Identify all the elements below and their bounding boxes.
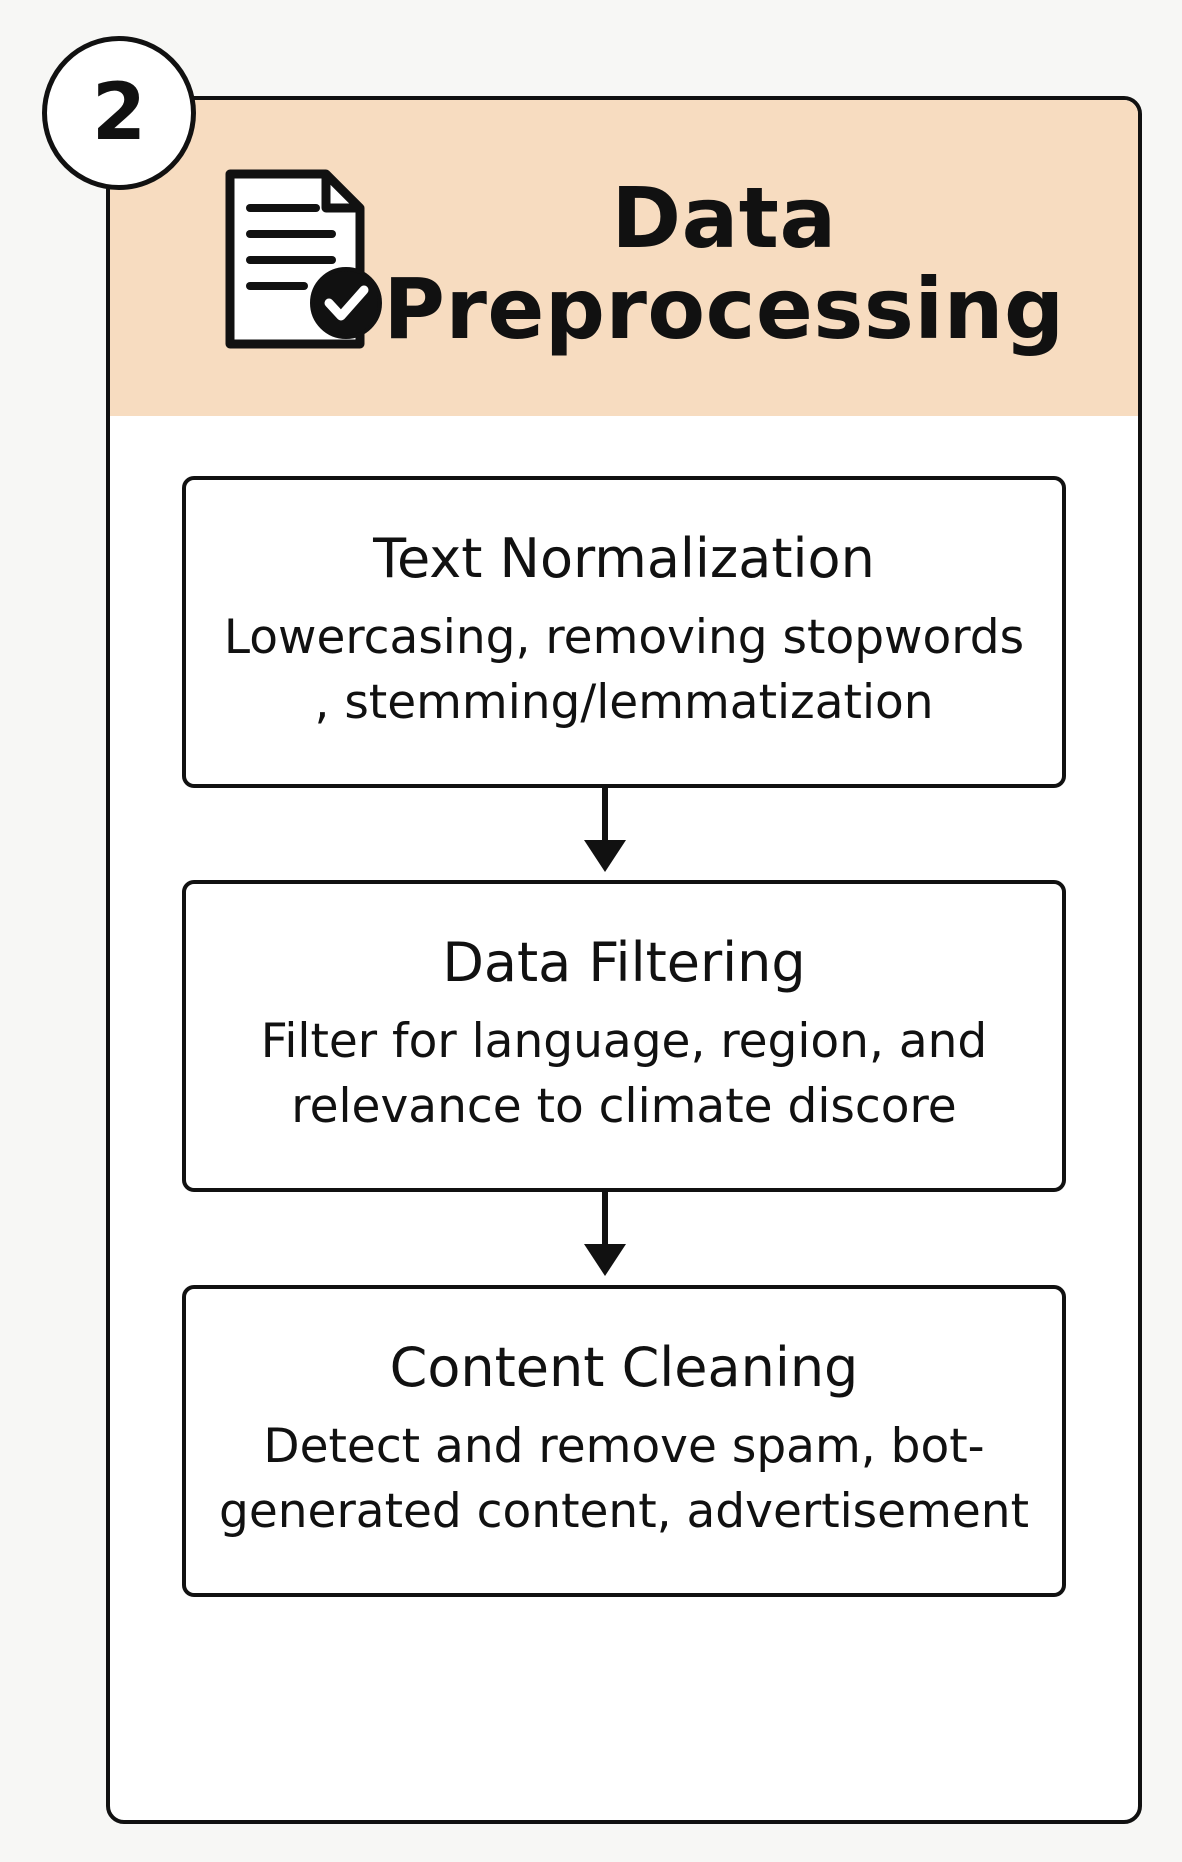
- step-title: Content Cleaning: [389, 1336, 859, 1400]
- step-description: Lowercasing, removing stopwords , stemmi…: [206, 606, 1042, 736]
- description-line: relevance to climate discore: [291, 1079, 957, 1135]
- description-line: Detect and remove spam, bot-: [263, 1419, 985, 1475]
- check-mark: [324, 285, 369, 321]
- step-description: Detect and remove spam, bot- generated c…: [206, 1415, 1042, 1545]
- diagram-title: Data Preprocessing: [383, 154, 1064, 374]
- arrow-down-icon: [584, 786, 626, 872]
- description-line: generated content, advertisement: [218, 1484, 1029, 1540]
- content-cleaning-step: Content Cleaning Detect and remove spam,…: [182, 1285, 1066, 1597]
- step-description: Filter for language, region, and relevan…: [206, 1010, 1042, 1140]
- data-filtering-step: Data Filtering Filter for language, regi…: [182, 880, 1066, 1192]
- check-badge: [310, 267, 382, 339]
- step-title: Text Normalization: [373, 527, 875, 591]
- description-line: , stemming/lemmatization: [314, 675, 934, 731]
- description-line: Lowercasing, removing stopwords: [223, 610, 1025, 666]
- arrow-head: [584, 1244, 626, 1276]
- title-line-1: Data: [611, 169, 837, 268]
- description-line: Filter for language, region, and: [260, 1014, 988, 1070]
- document-fold: [321, 174, 360, 213]
- arrow-down-icon: [584, 1190, 626, 1276]
- title-line-2: Preprocessing: [383, 260, 1065, 358]
- arrow-head: [584, 840, 626, 872]
- step-title: Data Filtering: [442, 931, 806, 995]
- text-normalization-step: Text Normalization Lowercasing, removing…: [182, 476, 1066, 788]
- document-check-icon: [225, 169, 382, 349]
- step-number-badge: 2: [42, 36, 196, 190]
